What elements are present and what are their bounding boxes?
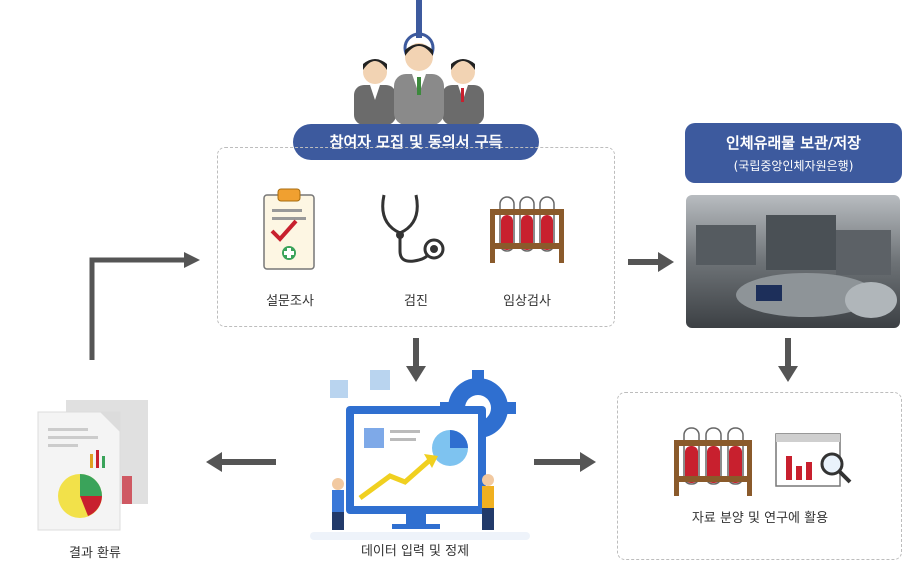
- item-label-clinical-test: 임상검사: [503, 294, 551, 309]
- arrow-to-result-return: [206, 452, 276, 472]
- utilization-test-tubes-icon: [674, 427, 752, 496]
- test-tubes-icon: [490, 196, 564, 263]
- biobank-facility-photo: [686, 195, 900, 328]
- arrow-down-to-data-entry: [406, 338, 426, 382]
- participants-illustration: [354, 0, 484, 125]
- utilization-box: [617, 392, 902, 560]
- result-documents-icon: [37, 400, 148, 531]
- biobank-title: 인체유래물 보관/저장: [726, 134, 861, 152]
- analysis-chart-icon: [775, 433, 852, 487]
- data-entry-label: 데이터 입력 및 정제: [360, 544, 470, 559]
- biobank-subtitle: (국립중앙인체자원은행): [733, 159, 854, 173]
- item-label-checkup: 검진: [404, 294, 428, 309]
- arrow-to-collection: [89, 252, 200, 360]
- stethoscope-icon: [381, 194, 445, 263]
- collection-box: [217, 147, 615, 327]
- arrow-to-utilization: [534, 452, 596, 472]
- utilization-label: 자료 분양 및 연구에 활용: [691, 511, 829, 526]
- participants-title-pill: 참여자 모집 및 동의서 구득: [293, 124, 539, 160]
- data-entry-illustration: [310, 370, 530, 540]
- biobank-title-pill: 인체유래물 보관/저장 (국립중앙인체자원은행): [685, 123, 902, 183]
- result-return-label: 결과 환류: [69, 546, 121, 561]
- arrow-to-biobank: [628, 252, 674, 272]
- survey-clipboard-icon: [263, 188, 315, 270]
- item-label-survey: 설문조사: [266, 294, 314, 309]
- participants-title: 참여자 모집 및 동의서 구득: [329, 133, 503, 151]
- arrow-down-to-utilization: [778, 338, 798, 382]
